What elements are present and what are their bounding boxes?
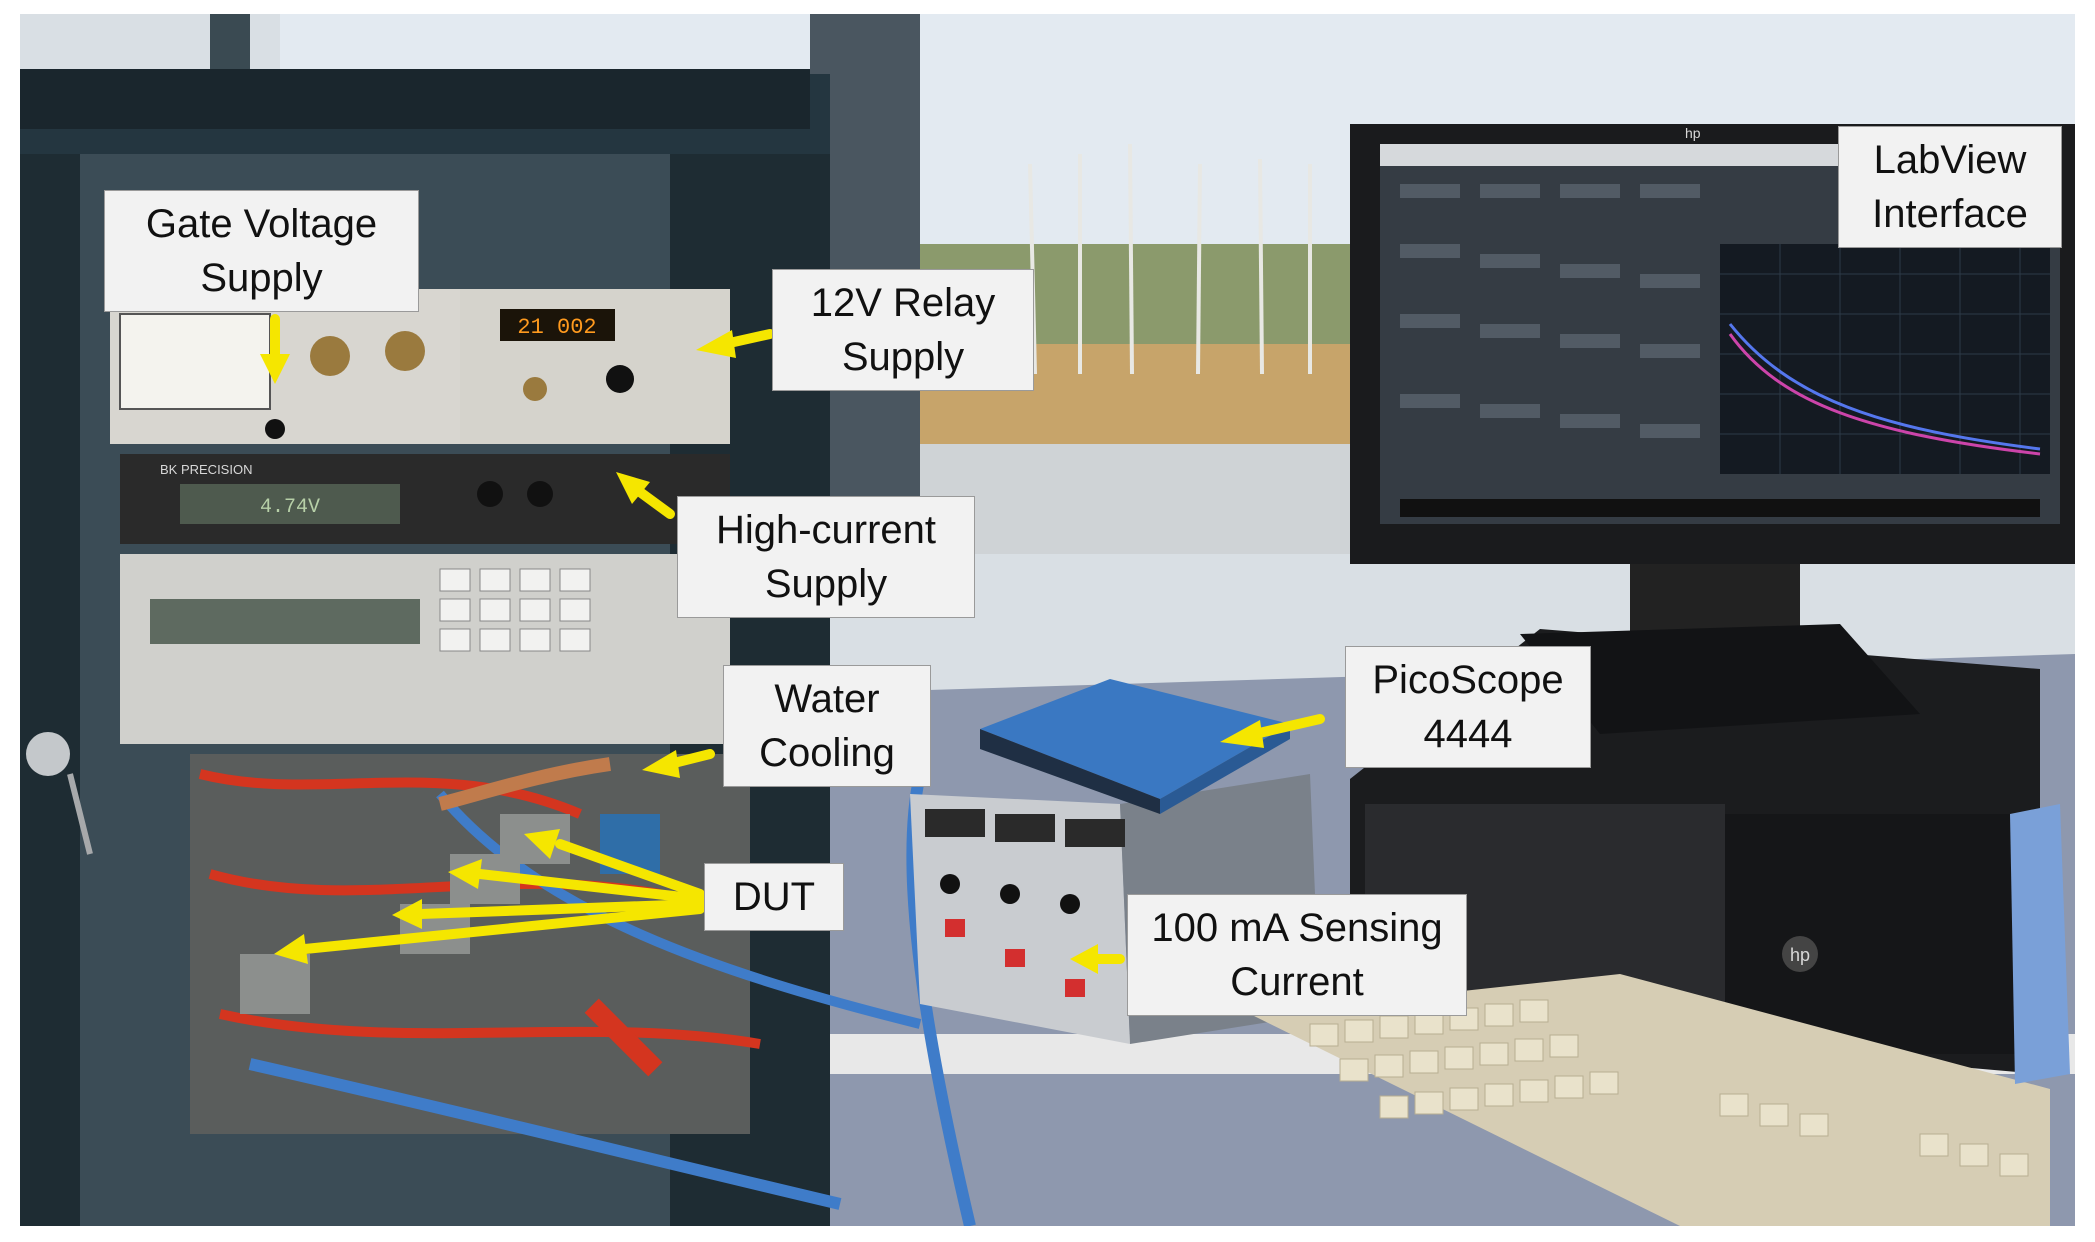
arrow-relay-supply (696, 329, 775, 358)
callout-water-cooling: Water Cooling (723, 665, 931, 787)
arrow-water-cooling (642, 749, 715, 778)
arrow-gate-voltage (260, 314, 290, 384)
callout-relay-line2: Supply (841, 335, 965, 379)
hp-logo-pc: hp (1790, 945, 1810, 965)
instrument-panel-unit (120, 554, 730, 744)
arrow-sensing-current (1070, 944, 1125, 974)
arrows-dut (274, 829, 705, 964)
blue-folder (2010, 804, 2070, 1084)
high-current-supply-unit: 4.74V BK PRECISION (120, 454, 730, 544)
callout-water-cooling-line2: Cooling (759, 731, 895, 775)
callout-dut-line1: DUT (732, 875, 816, 919)
gate-voltage-supply-unit (110, 289, 460, 444)
hp-logo-monitor: hp (1685, 125, 1701, 141)
callout-labview-interface: LabView Interface (1838, 126, 2062, 248)
monitor: hp (1350, 124, 2075, 734)
callout-dut: DUT (704, 863, 844, 931)
callout-picoscope-line1: PicoScope (1372, 658, 1564, 702)
callout-labview-line2: Interface (1872, 192, 2028, 236)
callout-high-current-line2: Supply (764, 562, 888, 606)
callout-labview-line1: LabView (1873, 138, 2027, 182)
callout-water-cooling-line1: Water (774, 677, 880, 721)
callout-sensing-line2: Current (1230, 960, 1364, 1004)
precision-display: 4.74V (260, 496, 320, 519)
annotation-arrows (260, 314, 1325, 974)
arrow-picoscope (1220, 714, 1325, 748)
arrow-high-current (616, 472, 675, 519)
door-lock (26, 732, 93, 855)
callout-100ma-sensing-current: 100 mA Sensing Current (1127, 894, 1467, 1016)
keyboard (1250, 974, 2050, 1226)
callout-sensing-line1: 100 mA Sensing (1151, 906, 1443, 950)
callout-relay-line1: 12V Relay (810, 281, 996, 325)
photo-scene: 21 002 4.74V BK PRECISION (20, 14, 2075, 1226)
callout-high-current-line1: High-current (715, 508, 937, 552)
bk-precision-logo: BK PRECISION (160, 462, 252, 477)
callout-picoscope-4444: PicoScope 4444 (1345, 646, 1591, 768)
callout-gate-voltage-supply: Gate Voltage Supply (104, 190, 419, 312)
callout-gate-voltage-line1: Gate Voltage (145, 202, 378, 246)
callout-12v-relay-supply: 12V Relay Supply (772, 269, 1034, 391)
lab-setup-photo: 21 002 4.74V BK PRECISION (20, 14, 2075, 1226)
gate-supply-display: 21 002 (517, 315, 596, 340)
callout-high-current-supply: High-current Supply (677, 496, 975, 618)
callout-gate-voltage-line2: Supply (200, 256, 323, 300)
callout-picoscope-line2: 4444 (1423, 712, 1513, 756)
relay-supply-unit: 21 002 (460, 289, 730, 444)
dut-test-bench (190, 754, 976, 1226)
